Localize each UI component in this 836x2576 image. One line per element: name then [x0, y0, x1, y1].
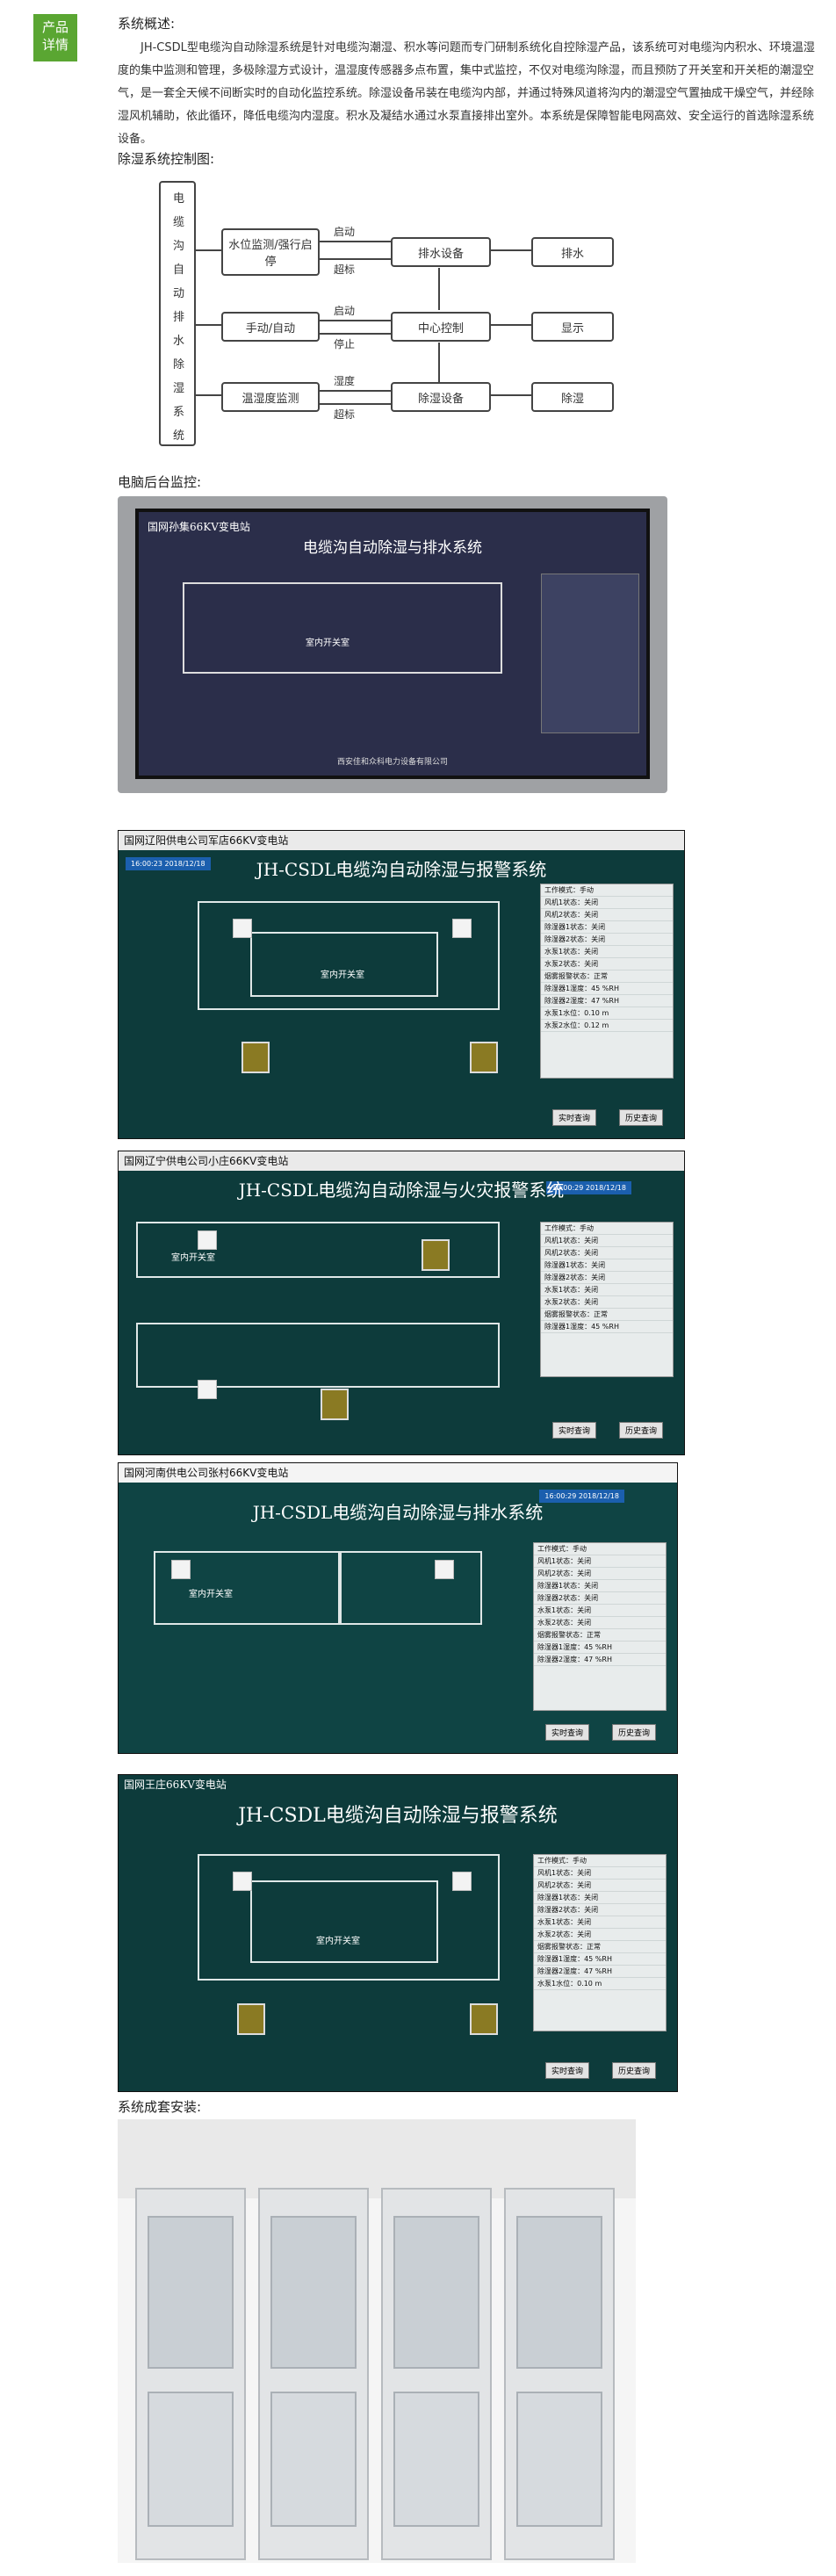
water-level-box: 水位监测/强行启停	[221, 228, 320, 276]
screenshot-header: 国网王庄66KV变电站	[119, 1775, 677, 1794]
clock: 16:00:29 2018/12/18	[539, 1490, 624, 1503]
realtime-query-button[interactable]: 实时查询	[544, 1724, 589, 1741]
screenshot-title: JH-CSDL电缆沟自动除湿与报警系统	[238, 1805, 558, 1827]
trench-outline	[198, 901, 500, 1010]
tank-icon	[470, 1042, 498, 1073]
screenshot-header: 国网辽宁供电公司小庄66KV变电站	[119, 1151, 684, 1171]
screenshot-header: 国网河南供电公司张村66KV变电站	[119, 1463, 677, 1483]
monitor-photo: 国网孙集66KV变电站 电缆沟自动除湿与排水系统 室内开关室 西安佳和众科电力设…	[118, 496, 667, 793]
clock: 16:00:23 2018/12/18	[126, 857, 211, 870]
badge-line1: 产品	[41, 19, 68, 35]
product-details-badge: 产品 详情	[33, 14, 77, 61]
scada-screenshot-4: 国网河南供电公司张村66KV变电站 16:00:29 2018/12/18 JH…	[118, 1462, 678, 1754]
realtime-query-button[interactable]: 实时查询	[551, 1422, 596, 1439]
room-label: 室内开关室	[306, 639, 350, 648]
screen-title: 电缆沟自动除湿与排水系统	[303, 539, 482, 557]
status-panel: 工作模式：手动风机1状态：关闭风机2状态：关闭除湿器1状态：关闭除湿器2状态：关…	[533, 1542, 667, 1711]
switch-room-outline	[250, 932, 438, 997]
trench-outline	[136, 1222, 500, 1278]
cabinet	[258, 2188, 369, 2560]
overview-heading: 系统概述:	[118, 16, 176, 32]
monitor-screen: 国网孙集66KV变电站 电缆沟自动除湿与排水系统 室内开关室 西安佳和众科电力设…	[135, 509, 650, 779]
history-query-button[interactable]: 历史查询	[611, 2062, 656, 2079]
tank-icon	[237, 2003, 265, 2035]
tank-icon	[241, 1042, 270, 1073]
cabinet	[135, 2188, 246, 2560]
flow-label: 启动	[334, 226, 356, 238]
trench-outline	[154, 1551, 342, 1625]
drain-box: 排水	[531, 237, 614, 267]
clock: 16:00:29 2018/12/18	[546, 1181, 631, 1194]
fan-icon	[198, 1380, 217, 1399]
status-panel: 工作模式：手动风机1状态：关闭风机2状态：关闭除湿器1状态：关闭除湿器2状态：关…	[540, 1222, 674, 1377]
temp-humidity-box: 温湿度监测	[221, 382, 320, 412]
flow-label: 停止	[334, 338, 356, 350]
tank-icon	[470, 2003, 498, 2035]
flow-label: 超标	[334, 263, 356, 276]
control-flowchart: 电缆沟自动排水除湿系统 水位监测/强行启停 手动/自动 温湿度监测 排水设备 中…	[158, 180, 650, 452]
company-footer: 西安佳和众科电力设备有限公司	[336, 758, 448, 767]
cable-trench-outline	[183, 582, 502, 674]
station-name: 国网孙集66KV变电站	[148, 521, 250, 533]
dehumidifier-box: 除湿设备	[391, 382, 491, 412]
tank-icon	[422, 1239, 450, 1271]
flowchart-heading: 除湿系统控制图:	[118, 151, 215, 167]
history-query-button[interactable]: 历史查询	[611, 1724, 656, 1741]
trench-outline	[338, 1551, 482, 1625]
status-panel: 工作模式：手动风机1状态：关闭风机2状态：关闭除湿器1状态：关闭除湿器2状态：关…	[533, 1854, 667, 2031]
fan-icon	[198, 1230, 217, 1250]
fan-icon	[452, 1872, 472, 1891]
scada-screenshot-5: 国网王庄66KV变电站 JH-CSDL电缆沟自动除湿与报警系统 室内开关室 工作…	[118, 1774, 678, 2092]
flowchart-connectors	[159, 181, 531, 446]
cabinet-photo	[118, 2119, 636, 2563]
fan-icon	[233, 919, 252, 938]
scada-screenshot-2: 国网辽阳供电公司军店66KV变电站 16:00:23 2018/12/18 JH…	[118, 830, 685, 1139]
display-box: 显示	[531, 312, 614, 342]
scada-screenshot-3: 国网辽宁供电公司小庄66KV变电站 16:00:29 2018/12/18 JH…	[118, 1151, 685, 1455]
dehumidify-box: 除湿	[531, 382, 614, 412]
manual-auto-box: 手动/自动	[221, 312, 320, 342]
screenshot-title: JH-CSDL电缆沟自动除湿与报警系统	[256, 859, 547, 880]
room-label: 室内开关室	[316, 1937, 360, 1946]
center-control-box: 中心控制	[391, 312, 491, 342]
cabinet	[504, 2188, 615, 2560]
screenshot-title: JH-CSDL电缆沟自动除湿与排水系统	[252, 1502, 544, 1523]
fan-icon	[171, 1560, 191, 1579]
installation-heading: 系统成套安装:	[118, 2099, 202, 2115]
fan-icon	[452, 919, 472, 938]
pc-monitor-heading: 电脑后台监控:	[118, 474, 202, 490]
status-panel: 工作模式：手动风机1状态：关闭风机2状态：关闭除湿器1状态：关闭除湿器2状态：关…	[540, 884, 674, 1079]
room-label: 室内开关室	[171, 1253, 215, 1263]
flow-label: 启动	[334, 305, 356, 317]
room-label: 室内开关室	[321, 971, 364, 980]
room-label: 室内开关室	[189, 1590, 233, 1599]
ceiling	[118, 2119, 636, 2198]
fan-icon	[435, 1560, 454, 1579]
cabinet	[381, 2188, 492, 2560]
switch-room-outline	[250, 1880, 438, 1963]
flow-label: 超标	[334, 408, 356, 421]
drain-device-box: 排水设备	[391, 237, 491, 267]
overview-body: JH-CSDL型电缆沟自动除湿系统是针对电缆沟潮湿、积水等问题而专门研制系统化自…	[118, 41, 815, 146]
status-panel	[541, 574, 639, 733]
history-query-button[interactable]: 历史查询	[618, 1422, 663, 1439]
trench-outline	[198, 1854, 500, 1981]
realtime-query-button[interactable]: 实时查询	[544, 2062, 589, 2079]
trench-outline	[136, 1323, 500, 1388]
screenshot-header: 国网辽阳供电公司军店66KV变电站	[119, 831, 684, 850]
tank-icon	[321, 1389, 349, 1420]
history-query-button[interactable]: 历史查询	[618, 1109, 663, 1126]
flow-label: 湿度	[334, 375, 356, 387]
fan-icon	[233, 1872, 252, 1891]
realtime-query-button[interactable]: 实时查询	[551, 1109, 596, 1126]
flowchart-vertical-label: 电缆沟自动排水除湿系统	[173, 192, 185, 443]
screenshot-title: JH-CSDL电缆沟自动除湿与火灾报警系统	[238, 1180, 565, 1201]
badge-line2: 详情	[41, 37, 68, 53]
